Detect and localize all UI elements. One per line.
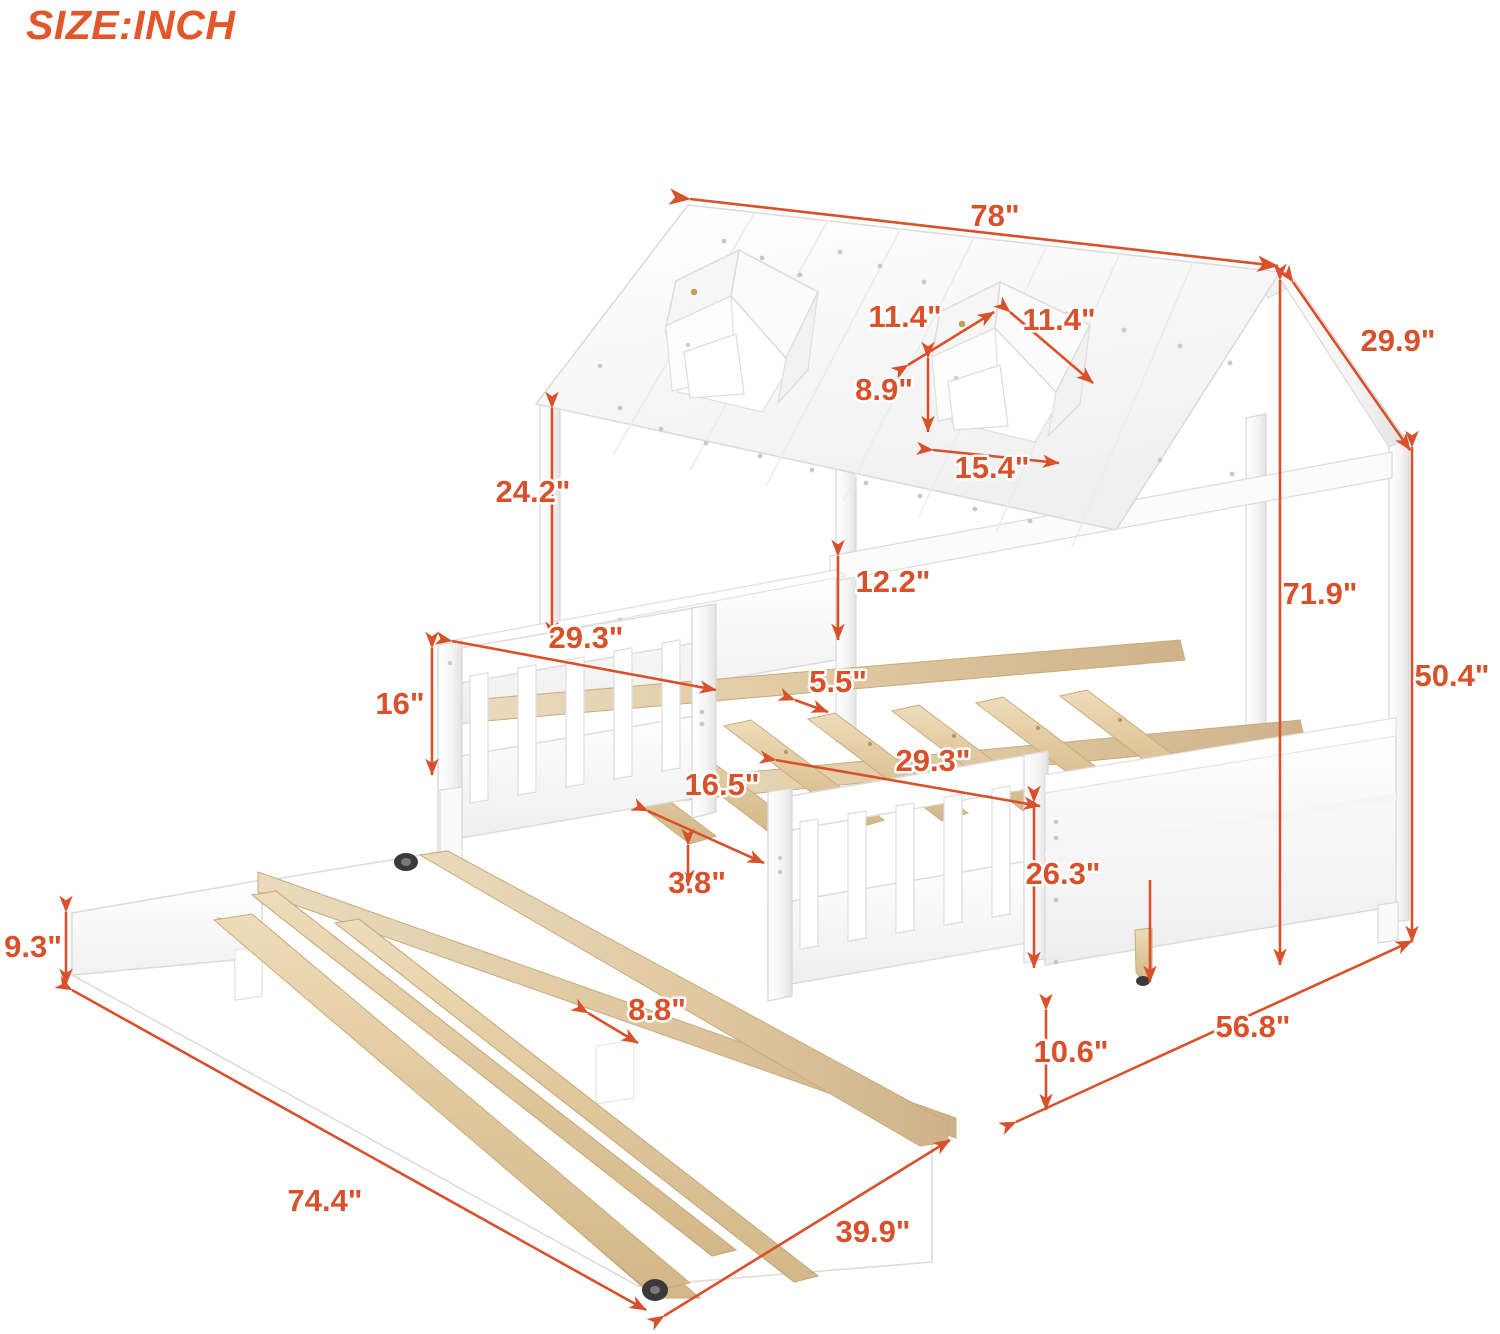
dim-dormer-height: 8.9" (855, 372, 913, 407)
dim-trundle-width: 39.9" (835, 1214, 910, 1249)
dim-guardrail-height: 16" (375, 686, 424, 721)
dim-roof-width: 78" (970, 198, 1019, 233)
dimension-lines (54, 188, 1419, 1331)
page-title: SIZE:INCH (26, 2, 236, 48)
dim-headboard-clearance: 12.2" (855, 564, 930, 599)
dim-headboard-width: 29.3" (548, 620, 623, 655)
dim-rail-gap: 16.5" (684, 767, 759, 802)
dimension-labels: 78" 11.4" 11.4" 8.9" 15.4" 29.9" 71.9" 5… (2, 196, 1492, 1252)
dim-trundle-panel-height: 9.3" (4, 929, 62, 964)
dim-footrail-width: 29.3" (895, 743, 970, 778)
dim-trundle-slat-gap: 8.8" (628, 992, 686, 1027)
dim-rail-offset: 3.8" (668, 865, 726, 900)
dim-dormer-right-slope: 11.4" (1022, 302, 1095, 337)
dim-dormer-width: 15.4" (954, 450, 1029, 485)
dim-trundle-length: 74.4" (287, 1183, 362, 1218)
dim-bed-length: 56.8" (1215, 1009, 1290, 1044)
dim-roof-slope-right: 29.9" (1360, 323, 1435, 358)
bed-illustration-group (71, 204, 1410, 1301)
dim-post-height: 50.4" (1414, 658, 1489, 693)
trundle-deck (418, 850, 949, 1147)
dim-total-height: 71.9" (1282, 576, 1357, 611)
dim-canopy-post-height: 24.2" (495, 474, 570, 509)
dim-footboard-height: 26.3" (1025, 856, 1100, 891)
dim-slat-width: 5.5" (809, 664, 867, 699)
dormer-window-left (664, 248, 819, 413)
dim-leg-clearance: 10.6" (1033, 1034, 1108, 1069)
dim-dormer-left-slope: 11.4" (868, 299, 941, 334)
